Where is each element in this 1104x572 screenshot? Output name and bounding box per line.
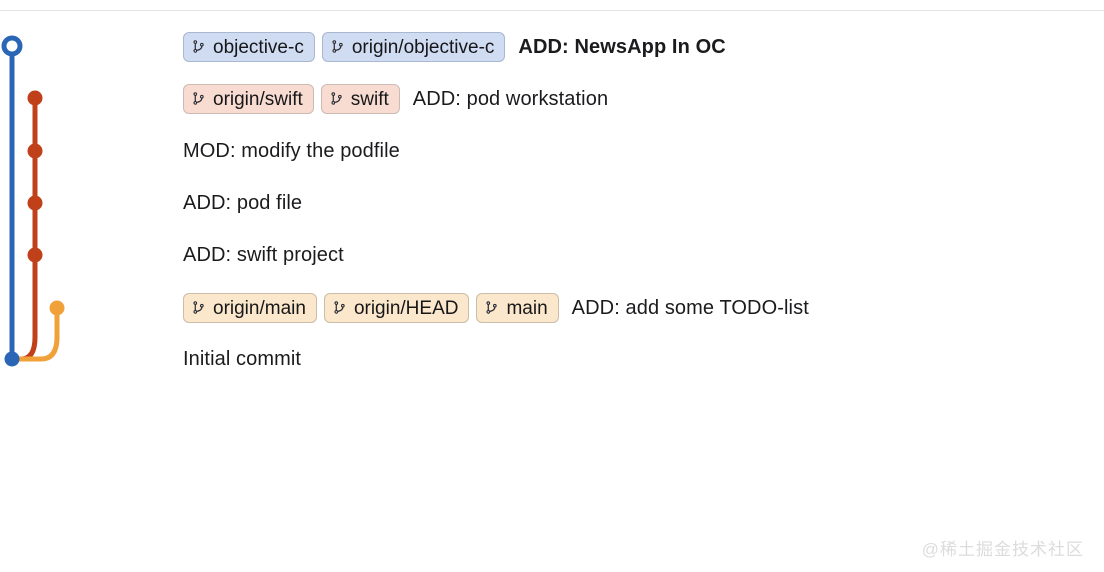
commit-message: ADD: swift project [183,243,344,266]
branch-ref-label: origin/swift [213,88,303,110]
graph-node[interactable] [49,300,65,316]
graph-node[interactable] [27,247,43,263]
graph-node[interactable] [4,351,20,367]
graph-node[interactable] [27,90,43,106]
branch-ref-label: swift [350,88,389,110]
commit-message: Initial commit [183,347,302,370]
branch-ref-chip[interactable]: origin/main [183,293,317,323]
branch-ref-chip[interactable]: objective-c [183,32,315,62]
branch-ref-chip[interactable]: main [476,293,559,323]
commit-row[interactable]: ADD: pod file [183,177,302,229]
git-branch-icon [193,91,204,105]
commit-row[interactable]: ADD: swift project [183,229,344,281]
git-branch-icon [193,39,204,53]
watermark: @稀土掘金技术社区 [921,540,1084,559]
git-branch-icon [332,39,343,53]
git-branch-icon [331,91,342,105]
commit-row[interactable]: origin/swift swift ADD: pod workstation [183,73,608,125]
branch-ref-label: main [506,297,548,319]
graph-node[interactable] [27,143,43,159]
git-branch-icon [334,300,345,314]
git-branch-icon [486,300,498,314]
graph-node[interactable] [27,195,43,211]
graph-node-head[interactable] [1,35,23,57]
commit-message: ADD: NewsApp In OC [518,35,726,58]
commit-row[interactable]: objective-c origin/objective-c ADD: NewsAp… [183,21,726,73]
commit-row[interactable]: origin/main origin/HEAD main ADD: add some … [183,282,809,334]
git-branch-icon [193,300,204,314]
branch-ref-label: origin/main [213,297,306,319]
commit-row[interactable]: MOD: modify the podfile [183,125,400,177]
commit-message: ADD: pod workstation [412,87,609,110]
commit-row[interactable]: Initial commit [183,333,301,385]
branch-ref-chip[interactable]: swift [320,84,400,114]
branch-ref-label: origin/HEAD [353,297,459,319]
commit-message: MOD: modify the podfile [183,139,400,162]
top-divider [0,10,1104,11]
commit-message: ADD: pod file [183,191,303,214]
branch-ref-label: origin/objective-c [351,36,495,58]
commit-graph [1,35,65,367]
graph-edge [11,305,60,362]
branch-ref-chip[interactable]: origin/HEAD [323,293,470,323]
branch-ref-chip[interactable]: origin/objective-c [321,32,506,62]
branch-ref-chip[interactable]: origin/swift [183,84,314,114]
commit-message: ADD: add some TODO-list [571,296,809,319]
branch-ref-label: objective-c [213,36,304,58]
